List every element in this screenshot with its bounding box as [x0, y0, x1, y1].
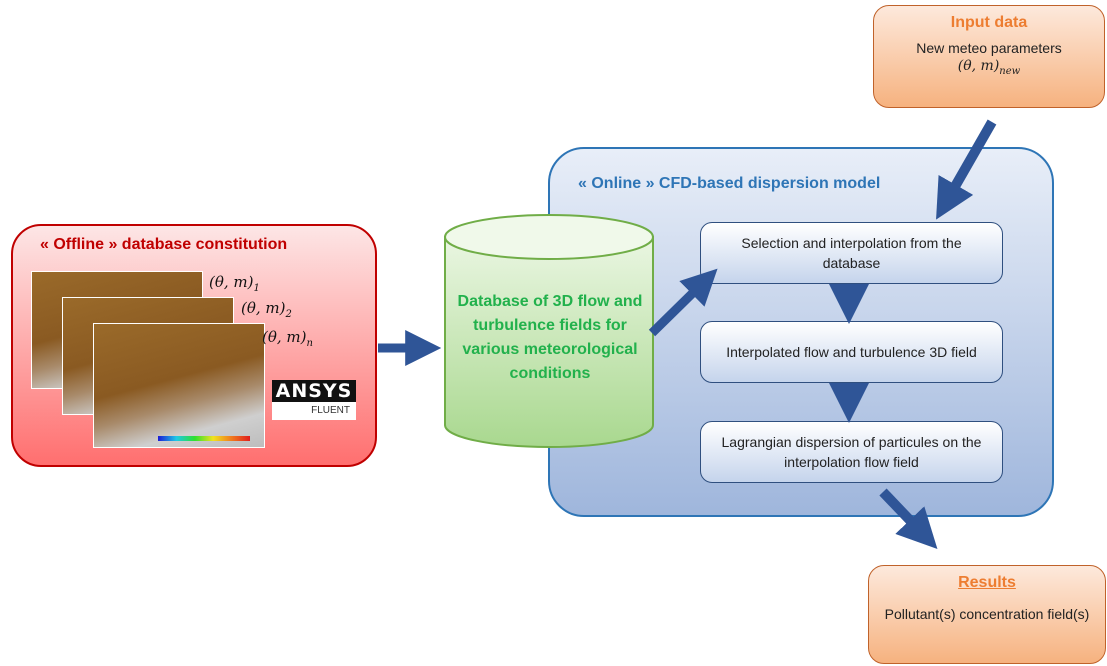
theta-m-label-2-sub: 2	[285, 309, 292, 320]
input-data-math-sub: new	[999, 65, 1021, 77]
results-box: Results Pollutant(s) concentration field…	[868, 565, 1106, 664]
database-cylinder-body	[444, 236, 654, 448]
theta-m-label-1-base: (θ, m)	[209, 273, 254, 291]
theta-m-label-1: (θ, m)1	[209, 273, 260, 294]
fluent-logo-text: FLUENT	[311, 405, 350, 416]
arrow-input-to-online	[936, 119, 997, 220]
theta-m-label-2: (θ, m)2	[241, 299, 292, 320]
theta-m-label-2-base: (θ, m)	[241, 299, 286, 317]
input-data-line: New meteo parameters	[916, 40, 1062, 56]
results-title: Results	[958, 574, 1016, 591]
results-line: Pollutant(s) concentration field(s)	[884, 606, 1090, 622]
online-title: « Online » CFD-based dispersion model	[578, 175, 881, 192]
theta-m-label-n: (θ, m)n	[262, 328, 313, 349]
input-data-math: (θ, m)new	[874, 58, 1104, 77]
database-label: Database of 3D flow and turbulence field…	[457, 293, 643, 382]
ansys-logo-text: ANSYS	[272, 380, 356, 402]
theta-m-label-n-sub: n	[306, 338, 313, 349]
step-selection: Selection and interpolation from the dat…	[700, 222, 1003, 284]
step-interpolated-field: Interpolated flow and turbulence 3D fiel…	[700, 321, 1003, 383]
arrow-database-to-selection	[648, 268, 718, 337]
input-data-math-base: (θ, m)	[957, 58, 1000, 74]
theta-m-label-1-sub: 1	[253, 283, 260, 294]
database-cylinder	[444, 214, 654, 448]
ansys-fluent-logo: ANSYS FLUENT	[272, 380, 356, 420]
color-scale-bar	[158, 436, 250, 441]
step-lagrangian-dispersion: Lagrangian dispersion of particules on t…	[700, 421, 1003, 483]
theta-m-label-n-base: (θ, m)	[262, 328, 307, 346]
input-data-title: Input data	[950, 14, 1028, 31]
database-cylinder-top	[444, 214, 654, 260]
input-data-box: Input data New meteo parameters (θ, m)ne…	[873, 5, 1105, 108]
offline-title: « Offline » database constitution	[40, 236, 288, 253]
arrow-dispersion-to-results	[879, 488, 938, 550]
cfd-snapshot-3	[93, 323, 265, 448]
